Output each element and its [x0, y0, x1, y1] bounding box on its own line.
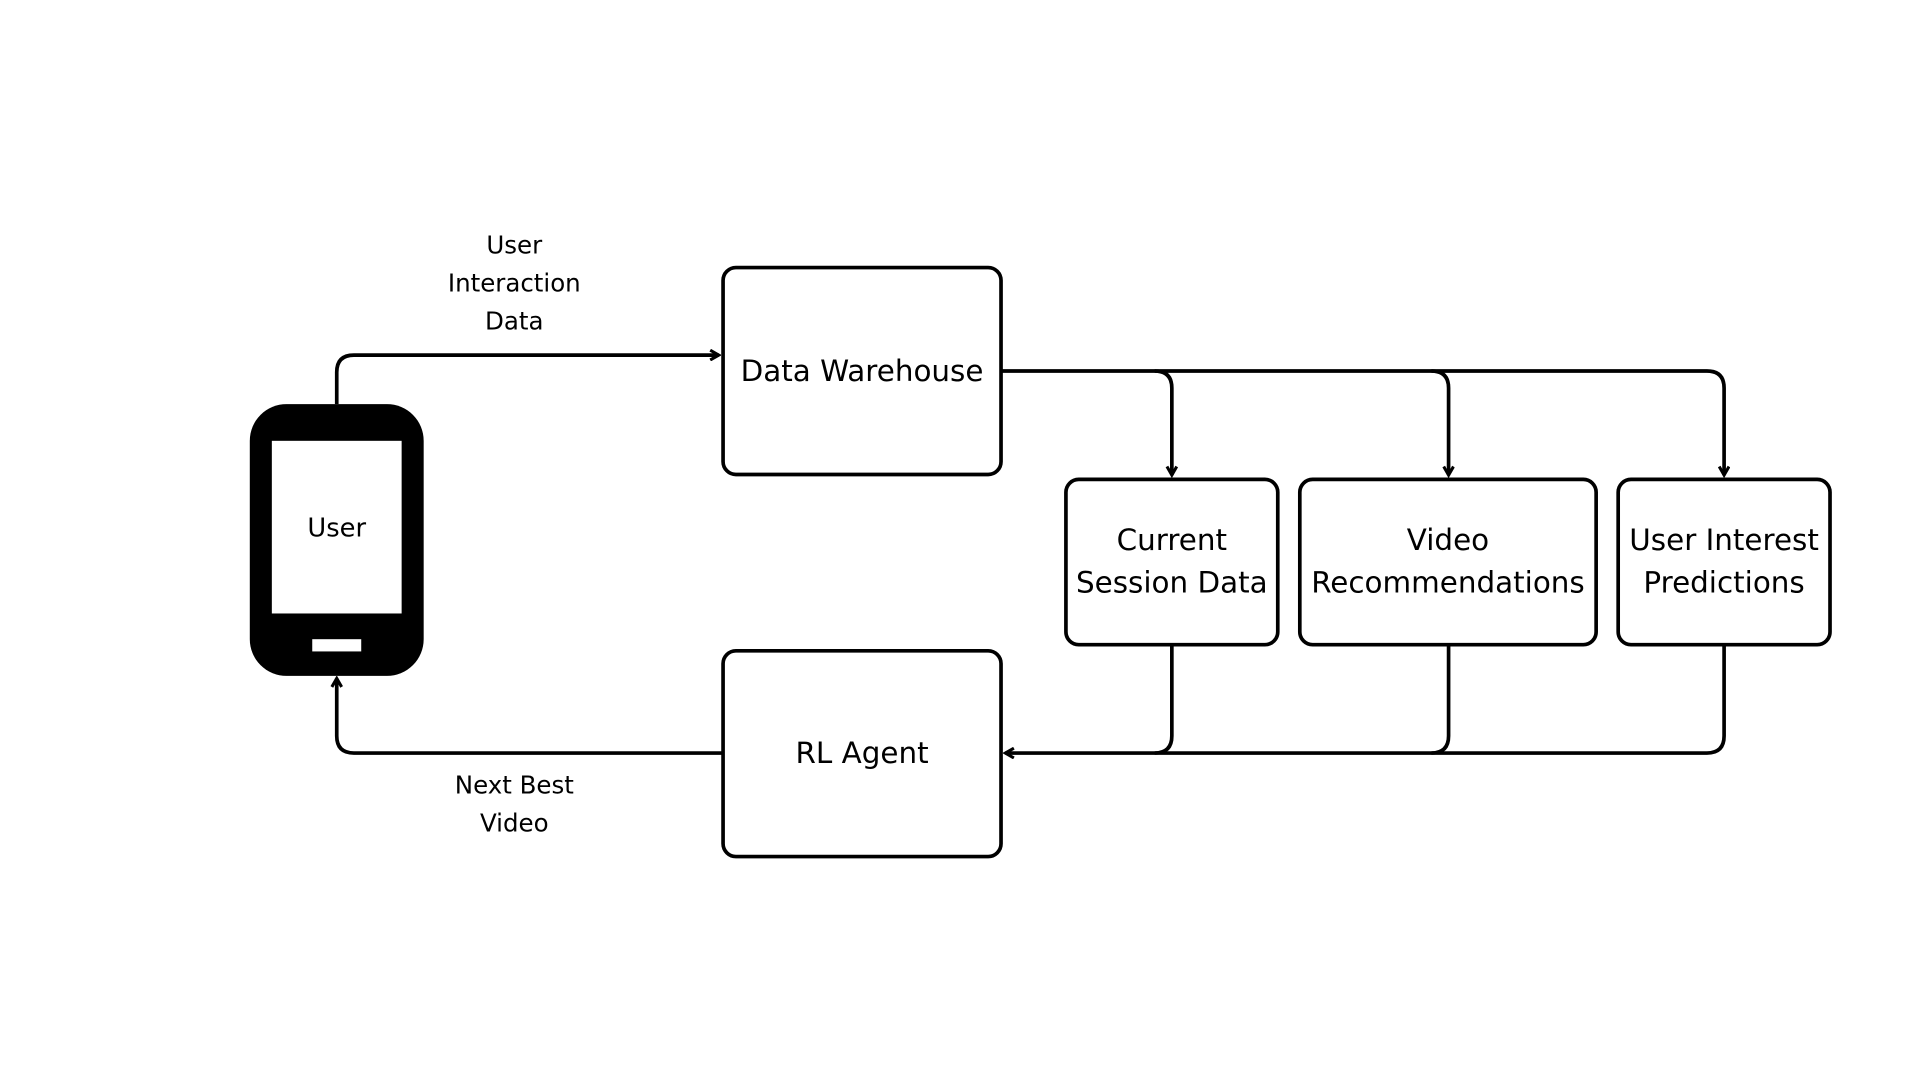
edge-session-to-agent — [1154, 645, 1174, 755]
rl-agent-label: RL Agent — [795, 735, 929, 771]
edge-recs-to-agent — [1431, 645, 1451, 755]
edge-warehouse-to-recs — [1431, 369, 1448, 475]
edge-label-next-best-video: Next Best Video — [454, 770, 574, 838]
data-warehouse-node[interactable]: Data Warehouse — [721, 265, 1003, 477]
current-session-node[interactable]: Current Session Data — [1064, 477, 1280, 647]
edge-warehouse-to-session — [1154, 369, 1172, 475]
data-warehouse-label: Data Warehouse — [740, 353, 984, 388]
rl-agent-node[interactable]: RL Agent — [721, 648, 1003, 859]
phone-home-button — [312, 639, 362, 652]
video-recommendations-node[interactable]: Video Recommendations — [1297, 477, 1598, 647]
user-interest-node[interactable]: User Interest Predictions — [1616, 477, 1832, 647]
edge-interest-to-agent — [1005, 645, 1726, 753]
current-session-label: Current Session Data — [1076, 522, 1268, 601]
user-interest-label: User Interest Predictions — [1629, 522, 1819, 601]
edge-label-user-interaction: User Interaction Data — [447, 230, 581, 336]
phone-screen: User — [271, 440, 402, 614]
edge-user-to-warehouse — [334, 355, 719, 405]
video-recommendations-label: Video Recommendations — [1311, 522, 1585, 601]
edge-agent-to-user — [337, 678, 723, 755]
user-label: User — [307, 512, 367, 542]
edge-warehouse-trunk — [1001, 369, 1724, 475]
user-node[interactable]: User — [249, 404, 424, 676]
